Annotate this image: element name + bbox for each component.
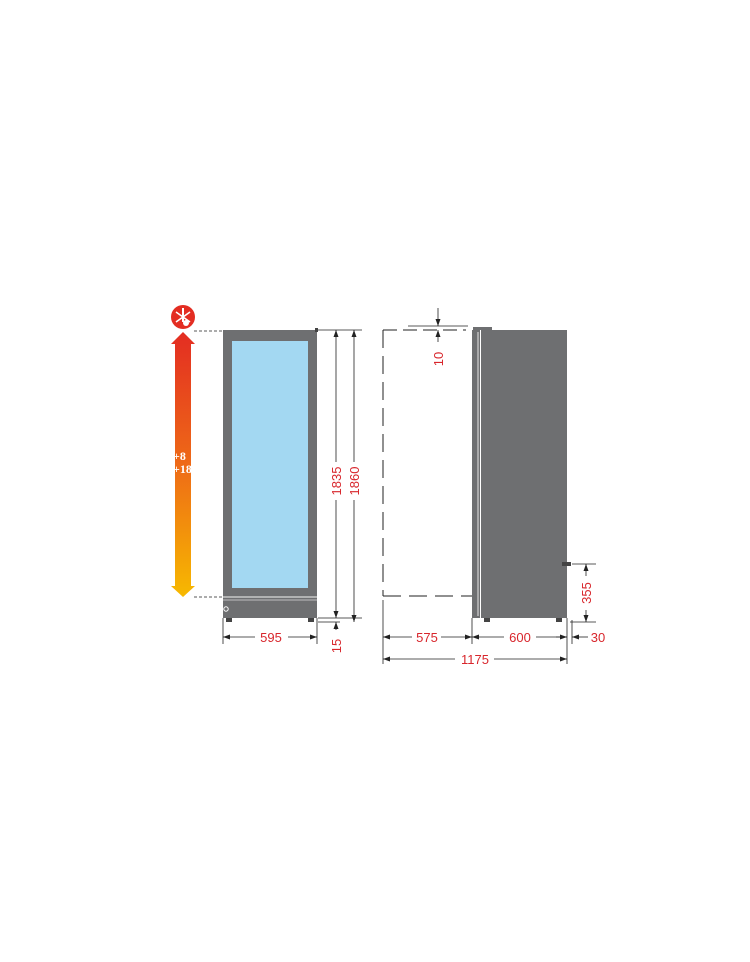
door-swing-outline — [382, 329, 472, 597]
drain-pipe — [562, 562, 571, 566]
drain-height-label: 355 — [579, 582, 594, 604]
side-view — [472, 327, 571, 622]
front-view — [223, 328, 318, 622]
height-body-label: 1835 — [329, 467, 344, 496]
height-total-label: 1860 — [347, 467, 362, 496]
top-clearance-dimension — [408, 308, 468, 342]
door-swing-label: 575 — [416, 630, 438, 645]
width-label: 595 — [260, 630, 282, 645]
rear-offset-label: 30 — [591, 630, 605, 645]
side-door-edge — [472, 330, 480, 618]
total-depth-label: 1175 — [461, 652, 489, 667]
top-clearance-label: 10 — [431, 352, 446, 366]
width-dimension — [222, 618, 318, 644]
temperature-min: +8 — [173, 449, 186, 463]
depth-label: 600 — [509, 630, 531, 645]
drain-height-dimension — [570, 563, 596, 623]
lock-icon — [223, 606, 229, 612]
height-dimensions — [318, 329, 362, 630]
temperature-range-arrow — [171, 332, 195, 597]
feet-height-label: 15 — [329, 639, 344, 653]
snowflake-thermometer-icon — [171, 305, 195, 329]
temperature-max: +18 — [173, 462, 192, 476]
depth-dimensions — [382, 600, 588, 664]
front-glass-door — [232, 341, 308, 588]
side-cabinet — [481, 330, 567, 618]
